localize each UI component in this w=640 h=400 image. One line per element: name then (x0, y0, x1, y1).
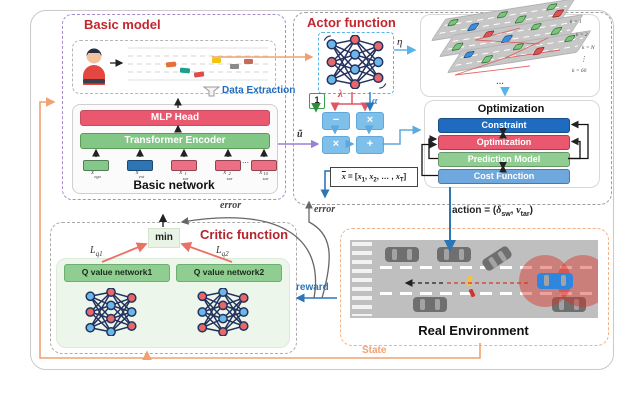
road-sketch (128, 47, 268, 81)
k-label-last: k = 60 (572, 68, 587, 74)
lq1-label: Lq1 (90, 245, 103, 258)
demonstration-scene (72, 40, 276, 94)
error-critic-label: error (220, 200, 242, 211)
op-minus: − (322, 112, 350, 130)
q2-neural-network-icon (197, 288, 249, 336)
q-value-network-2-bar: Q value network2 (176, 264, 282, 282)
figure-border (30, 10, 614, 370)
transformer-encoder-bar: Transformer Encoder (80, 133, 270, 149)
driver-icon (83, 48, 105, 85)
optimization-bar: Optimization (438, 135, 570, 150)
k-label-2: k = 2 (576, 32, 588, 38)
state-label: State (362, 345, 387, 356)
yellow-marker (466, 275, 473, 287)
planes-ellipsis: … (496, 77, 504, 86)
q-value-network-1-bar: Q value network1 (64, 264, 170, 282)
mlp-head-bar: MLP Head (80, 110, 270, 126)
data-extraction-label: Data Extraction (222, 85, 296, 96)
lambda-label: λ (338, 88, 343, 100)
actor-function-title: Actor function (307, 15, 396, 30)
action-label: action = (δsw, vtar) (452, 205, 533, 218)
op-multiply-2: × (322, 136, 350, 154)
real-environment-title: Real Environment (418, 323, 529, 338)
eta-label: η (397, 36, 403, 48)
red-marker (468, 288, 476, 298)
traffic-car-3 (413, 297, 447, 312)
prediction-model-bar: Prediction Model (438, 152, 570, 167)
q1-neural-network-icon (85, 288, 137, 336)
reward-label: reward (296, 282, 329, 293)
min-box: min (148, 228, 180, 248)
cost-function-bar: Cost Function (438, 169, 570, 184)
traffic-car-1 (385, 247, 419, 262)
neural-network-icon (323, 35, 387, 89)
trajectory-formula-box: x = [x1, x2, … , xT] (330, 167, 418, 187)
k-label-1: k = 1 (570, 19, 582, 25)
token-ellipsis: ⋯ (242, 160, 249, 167)
constraint-bar: Constraint (438, 118, 570, 133)
ego-car (537, 273, 573, 289)
k-label-n: k = N (582, 45, 595, 51)
optimization-title: Optimization (477, 103, 545, 115)
op-multiply-1: × (356, 112, 384, 130)
error-actor-label: error (314, 204, 336, 215)
lane-line-bottom (380, 292, 596, 295)
traffic-car-2 (437, 247, 471, 262)
actor-network-box (318, 32, 394, 94)
one-box: 1 (309, 93, 325, 109)
road (350, 240, 598, 318)
u-tilde-label: ũ (297, 129, 303, 140)
op-plus: + (356, 136, 384, 154)
traffic-car-4 (552, 297, 586, 312)
alpha-label: α (372, 96, 378, 107)
basic-network-label: Basic network (133, 178, 215, 192)
lq2-label: Lq2 (216, 245, 229, 258)
funnel-icon (203, 86, 220, 97)
basic-model-title: Basic model (84, 17, 161, 32)
k-vdots: ⋮ (580, 55, 587, 63)
crosswalk (352, 242, 372, 316)
critic-function-title: Critic function (200, 227, 289, 242)
